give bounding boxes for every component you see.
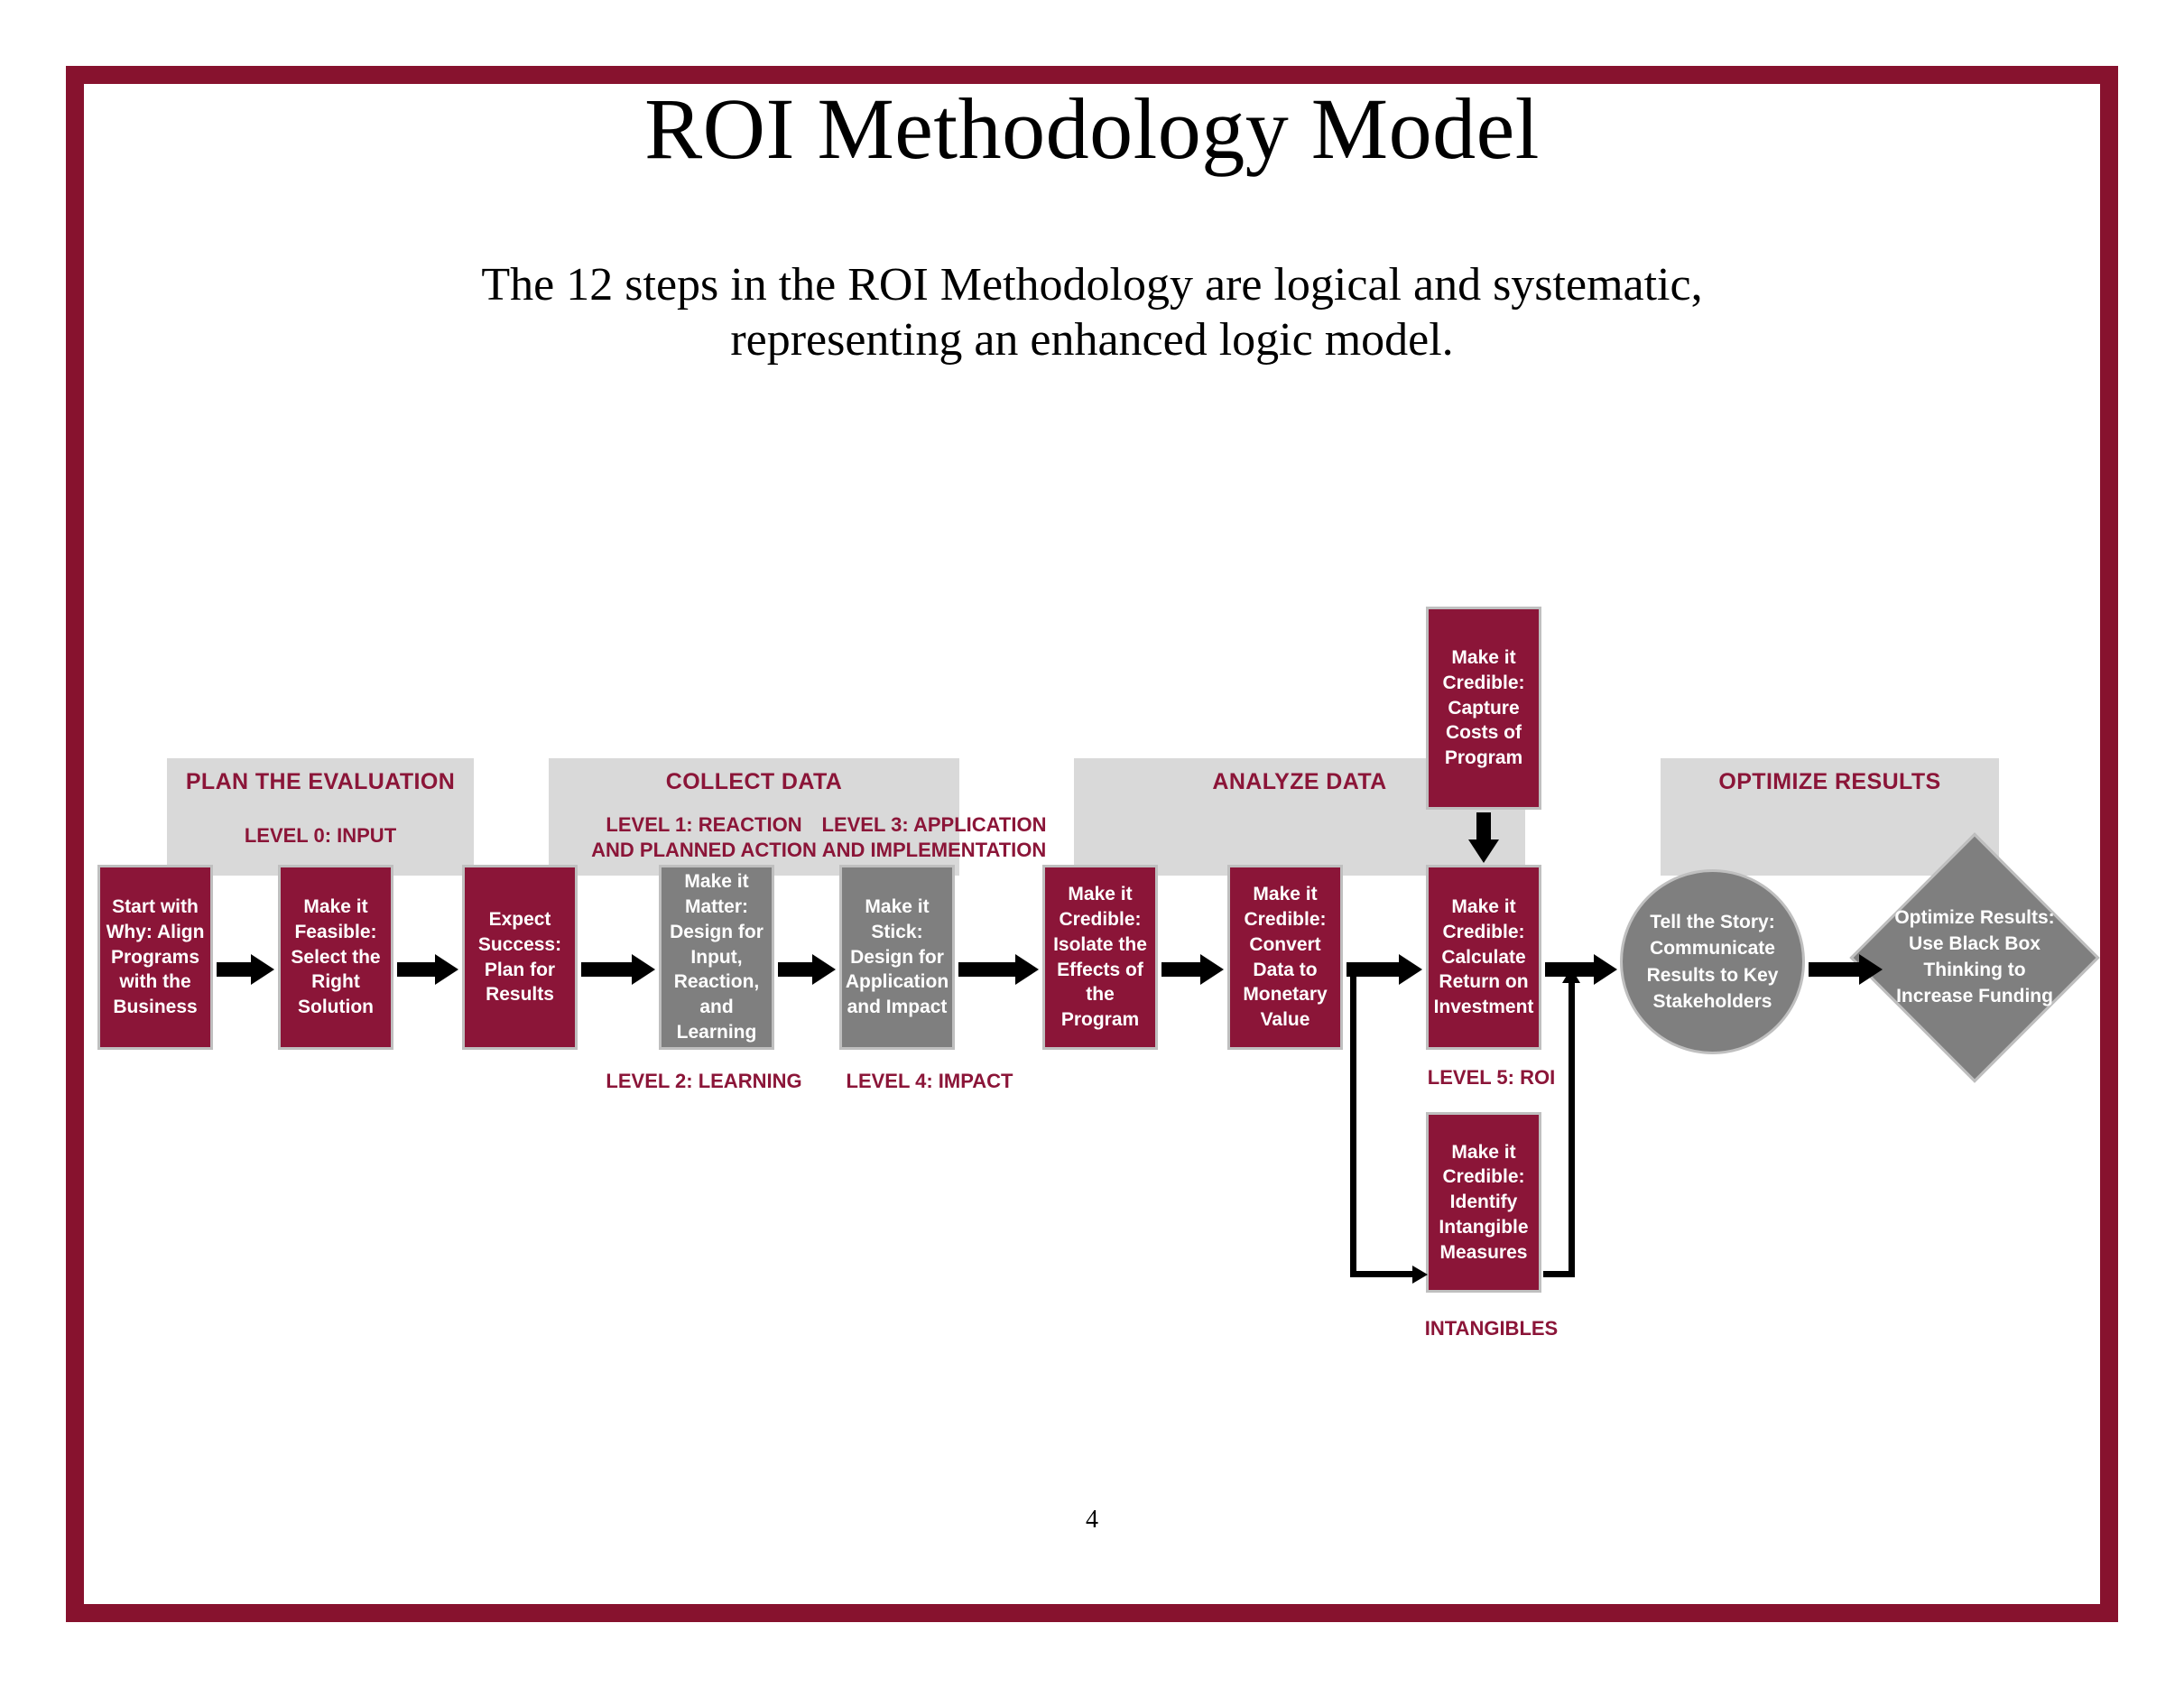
band-plan-the-evaluation [167, 758, 474, 876]
page-subtitle: The 12 steps in the ROI Methodology are … [481, 259, 1703, 366]
arrow-step7-to-step9 [1346, 954, 1422, 985]
arrow-step2-to-step3 [397, 954, 458, 985]
feedback-arrowhead-into-intangibles [1412, 1266, 1428, 1284]
band-title-analyze-data: ANALYZE DATA [1212, 769, 1387, 794]
feedback-line-bottom-to-intangibles [1350, 1271, 1415, 1277]
page-number: 4 [1086, 1506, 1098, 1534]
arrow-step1-to-step2 [217, 954, 274, 985]
step-node-make-it-stick[interactable]: Make it Stick: Design for Application an… [839, 865, 955, 1050]
step-node-identify-intangible-measures[interactable]: Make it Credible: Identify Intangible Me… [1426, 1112, 1541, 1293]
step-node-make-it-feasible[interactable]: Make it Feasible: Select the Right Solut… [278, 865, 393, 1050]
step-node-calculate-roi[interactable]: Make it Credible: Calculate Return on In… [1426, 865, 1541, 1050]
feedback-line-down-left [1350, 970, 1356, 1277]
step-node-make-it-matter[interactable]: Make it Matter: Design for Input, Reacti… [659, 865, 774, 1050]
level-label-level0-input: LEVEL 0: INPUT [244, 824, 397, 847]
band-title-collect-data: COLLECT DATA [665, 769, 843, 794]
arrow-step8-to-step9 [1468, 812, 1499, 863]
page-title: ROI Methodology Model [644, 80, 1540, 177]
feedback-line-up-right [1569, 979, 1575, 1277]
level-label-level4-impact: LEVEL 4: IMPACT [846, 1070, 1013, 1092]
band-title-optimize-results: OPTIMIZE RESULTS [1718, 769, 1941, 794]
level-label-level3-application: LEVEL 3: APPLICATION AND IMPLEMENTATION [821, 813, 1047, 861]
step-node-tell-the-story[interactable]: Tell the Story: Communicate Results to K… [1620, 869, 1805, 1054]
step-node-expect-success[interactable]: Expect Success: Plan for Results [462, 865, 578, 1050]
step-node-capture-costs-of-program[interactable]: Make it Credible: Capture Costs of Progr… [1426, 607, 1541, 810]
band-optimize-results [1661, 758, 1999, 876]
arrow-step3-to-step4 [581, 954, 655, 985]
arrow-step6-to-step7 [1161, 954, 1224, 985]
level-label-level5-roi: LEVEL 5: ROI [1427, 1066, 1556, 1089]
level-label-level1-reaction: LEVEL 1: REACTION AND PLANNED ACTION [591, 813, 817, 861]
arrow-step9-to-step11 [1545, 954, 1617, 985]
step-node-isolate-effects[interactable]: Make it Credible: Isolate the Effects of… [1042, 865, 1158, 1050]
arrow-step5-to-step6 [958, 954, 1039, 985]
band-title-plan-the-evaluation: PLAN THE EVALUATION [185, 769, 456, 794]
feedback-arrowhead-into-circle-arrow [1562, 968, 1580, 983]
band-collect-data [549, 758, 959, 876]
step-node-convert-data-to-monetary-value[interactable]: Make it Credible: Convert Data to Moneta… [1227, 865, 1343, 1050]
step-node-optimize-results-label: Optimize Results: Use Black Box Thinking… [1894, 907, 2055, 1006]
arrow-step4-to-step5 [778, 954, 836, 985]
level-label-intangibles: INTANGIBLES [1424, 1317, 1559, 1340]
level-label-level2-learning: LEVEL 2: LEARNING [606, 1070, 802, 1092]
step-node-optimize-results[interactable]: Optimize Results: Use Black Box Thinking… [1849, 832, 2100, 1083]
step-node-start-with-why[interactable]: Start with Why: Align Programs with the … [97, 865, 213, 1050]
feedback-line-intangibles-right [1543, 1271, 1575, 1277]
arrow-step11-to-step12 [1809, 954, 1883, 985]
